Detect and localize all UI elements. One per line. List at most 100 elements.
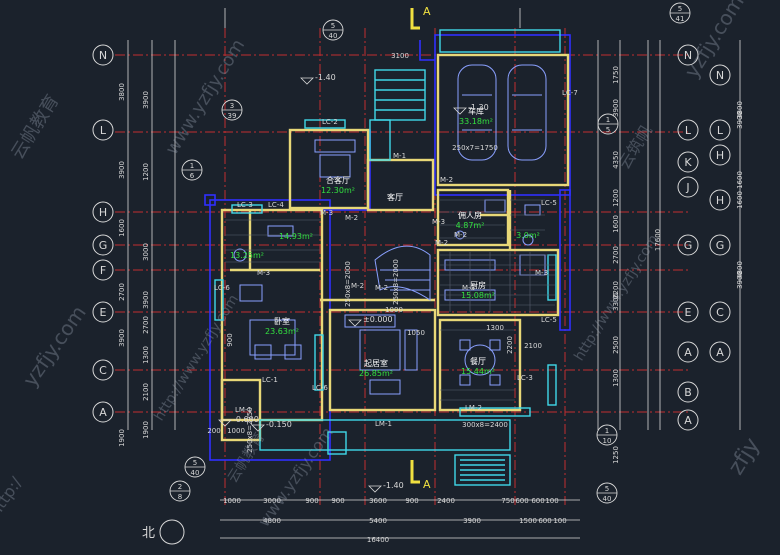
axis-bubble-circle [709, 341, 731, 363]
room-area: 15.44m² [461, 367, 495, 376]
room-name: 合客厅 [326, 175, 350, 185]
axis-bubble-label: E [685, 306, 692, 319]
opening-tag: M-3 [535, 269, 548, 277]
axis-bubble-a: A [677, 409, 699, 431]
opening-tag: LC-5 [541, 199, 557, 207]
dim-left-outer: 1600 [118, 219, 126, 237]
dim-interior: 2200 [506, 336, 514, 354]
dim-left-inner: 3900 [142, 291, 150, 309]
opening-tag: M-2 [435, 239, 448, 247]
dim-interior: 2100 [524, 342, 542, 350]
section-label-bottom: A [423, 478, 431, 491]
dim-bottom-1: 1000 [223, 497, 241, 505]
elevation-marks: -1.40-1.30±0.000-0.150-0.600-1.40 [218, 73, 489, 493]
room-area: 3.0m² [516, 231, 540, 240]
axis-bubble-k: K [677, 151, 699, 173]
axis-bubble-outer-n: N [709, 64, 731, 86]
axis-bubble-label: A [99, 406, 107, 419]
detail-callout: 540 [184, 456, 206, 478]
room-name: 卧室 [274, 316, 290, 326]
elevation-triangle [251, 424, 265, 432]
opening-tag: LC-3 [517, 374, 533, 382]
axis-bubble-label: J [685, 181, 689, 194]
opening-tag: M-2 [375, 284, 388, 292]
dim-bottom-1: 3600 [369, 497, 387, 505]
callout-bottom: 40 [329, 32, 338, 40]
opening-tag: LM-2 [465, 404, 482, 412]
dim-left-outer: 3800 [118, 83, 126, 101]
axis-bubble-label: N [99, 49, 107, 62]
axis-bubble-circle [677, 151, 699, 173]
opening-tag: LC-1 [262, 376, 278, 384]
callout-top: 1 [190, 162, 194, 170]
dim-left-inner: 1300 [142, 346, 150, 364]
elevation-value: -0.600 [233, 415, 259, 424]
callout-bottom: 40 [191, 469, 200, 477]
room-name: 佣人房 [458, 210, 482, 220]
axis-bubble-label: H [99, 206, 107, 219]
opening-tag: M-3 [320, 209, 333, 217]
opening-tag: M-2 [454, 231, 467, 239]
room-area: 13.25m² [230, 251, 264, 260]
axis-bubble-circle [677, 341, 699, 363]
axis-bubble-circle [677, 234, 699, 256]
dim-right: 4800 [736, 261, 744, 279]
room-name: 厨房 [470, 280, 486, 290]
windows [214, 29, 561, 486]
callout-bottom: 5 [606, 126, 610, 134]
axis-bubble-label: F [100, 264, 106, 277]
dim-interior: 900 [226, 333, 234, 346]
dim-right: 3300 [612, 293, 620, 311]
callout-bottom: 8 [178, 493, 182, 501]
callout-top: 5 [605, 485, 609, 493]
axis-bubble-circle [709, 301, 731, 323]
axis-bubble-circle [677, 409, 699, 431]
axis-bubble-circle [92, 259, 114, 281]
section-markers: A A [410, 5, 431, 491]
dim-bottom-1: 900 [331, 497, 344, 505]
elevation-value: -1.40 [383, 481, 404, 490]
dim-left-inner: 2100 [142, 383, 150, 401]
axis-grid [115, 28, 690, 505]
dim-right: 1200 [612, 189, 620, 207]
room-area: 12.30m² [321, 186, 355, 195]
detail-callout: 15 [597, 113, 619, 135]
dimension-lines [127, 8, 741, 539]
axis-bubble-h: H [709, 144, 731, 166]
room-name: 客厅 [387, 192, 403, 202]
detail-callout: 110 [596, 424, 618, 446]
dimension-texts: 3800390016002700390019003900120030003900… [118, 52, 744, 544]
callout-bottom: 39 [228, 112, 237, 120]
detail-callout: 16 [181, 159, 203, 181]
axis-bubble-circle [92, 401, 114, 423]
axis-bubble-label: E [100, 306, 107, 319]
dim-right: 4350 [612, 151, 620, 169]
room-area: 4.87m² [456, 221, 485, 230]
axis-bubble-label: C [716, 306, 724, 319]
elevation-triangle [300, 77, 314, 85]
axis-bubble-label: N [716, 69, 724, 82]
detail-callout: 541 [669, 2, 691, 24]
callout-top: 1 [605, 427, 609, 435]
elevation-mark: -1.40 [300, 73, 336, 85]
elevation-value: -1.30 [468, 103, 489, 112]
opening-tag: M-1 [393, 152, 406, 160]
dim-total: 16400 [367, 536, 389, 544]
callout-bottom: 6 [190, 172, 195, 180]
axis-bubble-g: G [92, 234, 114, 256]
opening-tag: M-2 [345, 214, 358, 222]
dim-bottom-1: 900 [405, 497, 418, 505]
axis-bubble-e: E [92, 301, 114, 323]
elevation-value: -1.40 [315, 73, 336, 82]
dim-right: 1600 [736, 191, 744, 209]
dim-bottom-1: 900 [305, 497, 318, 505]
room-area: 15.08m² [461, 291, 495, 300]
dim-right: 3800 [736, 101, 744, 119]
axis-bubble-label: A [684, 346, 692, 359]
axis-bubble-n: N [677, 44, 699, 66]
dim-interior: 1000 [385, 306, 403, 314]
axis-bubble-outer-l: L [709, 119, 731, 141]
